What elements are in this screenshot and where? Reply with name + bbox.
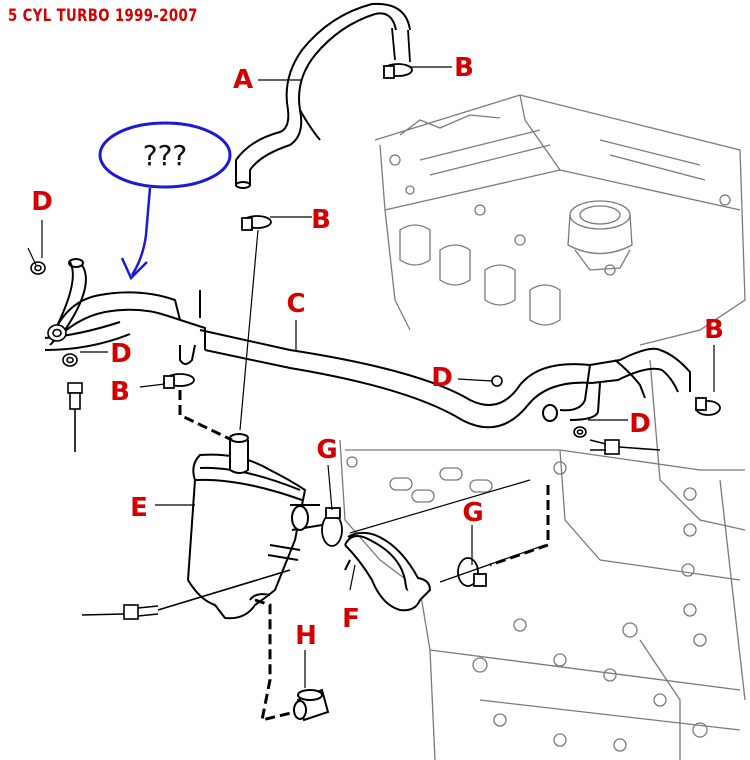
oil-trap-e[interactable] <box>186 433 323 620</box>
thermostat-housing <box>567 200 633 271</box>
bushing-h[interactable] <box>293 688 330 722</box>
washer-d-top-left <box>30 261 46 275</box>
clamp-b-mid[interactable] <box>241 215 272 231</box>
washer-d-left-lower <box>62 353 78 367</box>
engine-block <box>339 94 746 760</box>
hose-c[interactable] <box>199 329 691 429</box>
bolt-oil-trap <box>81 569 291 620</box>
bolt-left <box>67 382 83 452</box>
label-g-lower: G <box>462 498 483 528</box>
intake-ports <box>399 224 561 326</box>
label-e: E <box>130 493 148 523</box>
label-b-top: B <box>454 53 474 83</box>
hose-f[interactable] <box>344 531 432 612</box>
annotation-question-text: ??? <box>143 139 188 172</box>
dashed-lines <box>178 390 550 723</box>
clamp-b-top[interactable] <box>383 27 413 79</box>
washer-d-right <box>573 426 587 438</box>
label-d-top-left: D <box>31 187 53 217</box>
label-g-upper: G <box>316 435 337 465</box>
annotation-arrowhead <box>120 257 148 281</box>
washer-d-left-fitting <box>47 324 67 342</box>
annotation-arrow <box>130 187 152 276</box>
label-a: A <box>233 65 253 95</box>
diagram-title: 5 CYL TURBO 1999-2007 <box>8 6 198 26</box>
label-d-right: D <box>629 409 651 439</box>
label-f: F <box>342 604 360 634</box>
annotation-ellipse <box>98 121 232 189</box>
label-d-mid: D <box>431 363 453 393</box>
clamp-b-right[interactable] <box>695 397 721 416</box>
washer-d-mid <box>491 375 503 387</box>
label-b-mid: B <box>311 205 331 235</box>
label-h: H <box>295 621 317 651</box>
label-b-right: B <box>704 315 724 345</box>
leader-lines <box>27 66 715 688</box>
clamp-b-left[interactable] <box>163 373 195 389</box>
part-labels: A B B D C B D D B D G E G F H <box>31 53 724 651</box>
hose-a[interactable] <box>235 2 411 189</box>
question-annotation: ??? <box>98 121 232 281</box>
clamp-g-upper[interactable] <box>321 507 343 547</box>
label-c: C <box>286 289 305 319</box>
block-bosses <box>346 456 708 752</box>
label-d-left: D <box>110 339 132 369</box>
bolt-right <box>589 439 661 455</box>
label-b-left: B <box>110 377 130 407</box>
